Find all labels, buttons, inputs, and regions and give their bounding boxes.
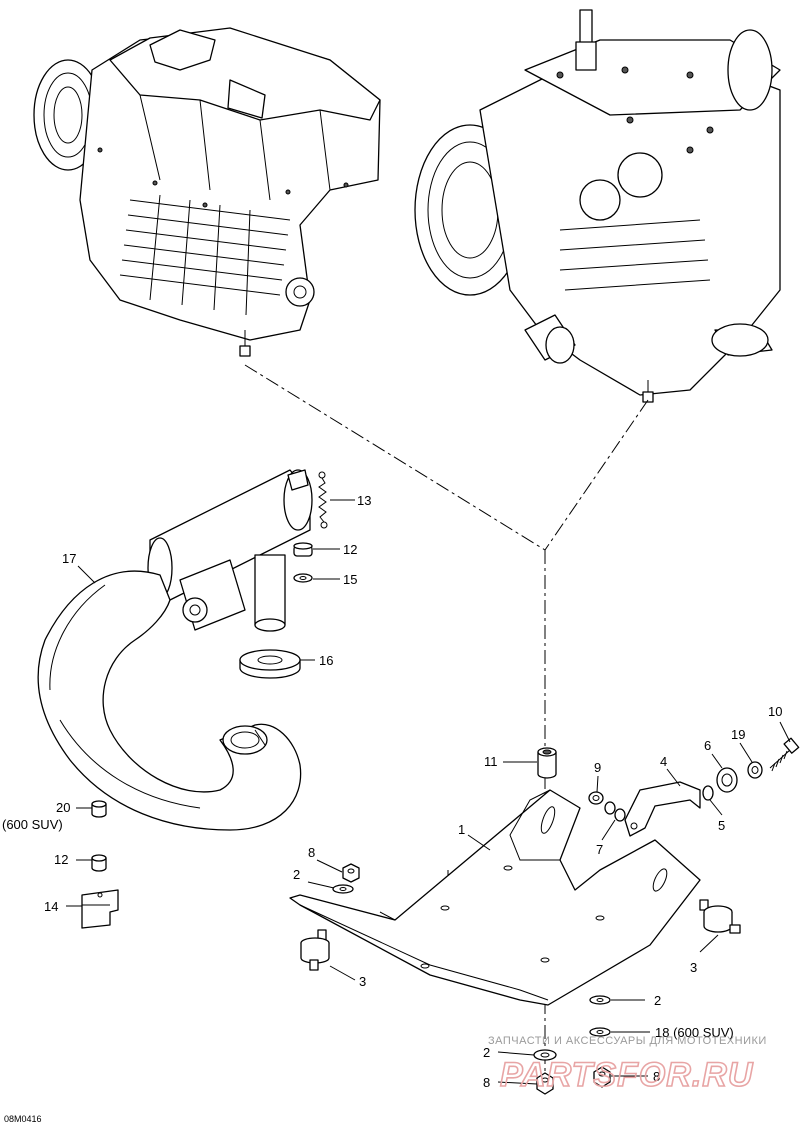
- rubber-mount-3-right: [699, 899, 741, 934]
- callout-7: 7: [596, 842, 603, 857]
- diagram-code: 08M0416: [4, 1114, 42, 1124]
- callout-20: 20: [56, 800, 70, 815]
- cap-20: [91, 800, 107, 818]
- bolt-10: [769, 737, 800, 772]
- callout-8-lower-left: 8: [483, 1075, 490, 1090]
- engine-front-view: [414, 9, 781, 403]
- muffler-assembly: [37, 469, 313, 831]
- callout-labels: 13 12 15 16 17 20 (600 SUV) 12 14 11 1 9…: [2, 493, 782, 1090]
- bushing-6: [716, 767, 738, 793]
- washer-5: [702, 785, 714, 801]
- rubber-cap-12-top: [293, 542, 313, 557]
- callout-5: 5: [718, 818, 725, 833]
- callout-19: 19: [731, 727, 745, 742]
- callout-15: 15: [343, 572, 357, 587]
- callout-20-note: (600 SUV): [2, 817, 63, 832]
- rubber-cap-12-left: [91, 854, 107, 872]
- nut-19: [747, 761, 763, 779]
- callout-8-lower-right: 8: [653, 1069, 660, 1084]
- leader-lines: [66, 499, 791, 1085]
- callout-10: 10: [768, 704, 782, 719]
- watermark-tagline: ЗАПЧАСТИ И АКСЕССУАРЫ ДЛЯ МОТОТЕХНИКИ: [488, 1035, 767, 1047]
- callout-3-right: 3: [690, 960, 697, 975]
- washer-18: [589, 1027, 611, 1037]
- callout-6: 6: [704, 738, 711, 753]
- callout-2-right: 2: [654, 993, 661, 1008]
- callout-9: 9: [594, 760, 601, 775]
- spring-13: [318, 471, 328, 529]
- callout-12-left: 12: [54, 852, 68, 867]
- callout-11: 11: [484, 754, 498, 769]
- nut-8-upper: [342, 863, 360, 883]
- nut-9-and-washers-7: [588, 791, 626, 822]
- washer-2-lower: [589, 995, 611, 1005]
- watermark: ЗАПЧАСТИ И АКСЕССУАРЫ ДЛЯ МОТОТЕХНИКИ PA…: [488, 1035, 767, 1095]
- callout-8-upper: 8: [308, 845, 315, 860]
- callout-2-upper: 2: [293, 867, 300, 882]
- callout-4: 4: [660, 754, 667, 769]
- mounting-plate-1: [289, 789, 701, 1006]
- nut-8-lower-right: [593, 1066, 611, 1088]
- engine-side-view: [33, 27, 381, 357]
- callout-14: 14: [44, 899, 58, 914]
- spacer-11: [537, 747, 557, 779]
- washer-2-upper: [332, 884, 354, 894]
- bracket-4: [624, 781, 701, 837]
- callout-13: 13: [357, 493, 371, 508]
- bracket-14: [81, 889, 119, 929]
- rubber-mount-3-left: [300, 929, 330, 971]
- callout-1: 1: [458, 822, 465, 837]
- callout-16: 16: [319, 653, 333, 668]
- watermark-logo: PARTSFOR.RU: [500, 1056, 754, 1094]
- callout-12-top: 12: [343, 542, 357, 557]
- callout-3-left: 3: [359, 974, 366, 989]
- callout-2-bottom: 2: [483, 1045, 490, 1060]
- nut-8-lower-left: [536, 1072, 554, 1095]
- callout-18: 18 (600 SUV): [655, 1025, 734, 1040]
- callout-17: 17: [62, 551, 76, 566]
- grommet-16: [239, 649, 301, 679]
- washer-15: [293, 573, 313, 583]
